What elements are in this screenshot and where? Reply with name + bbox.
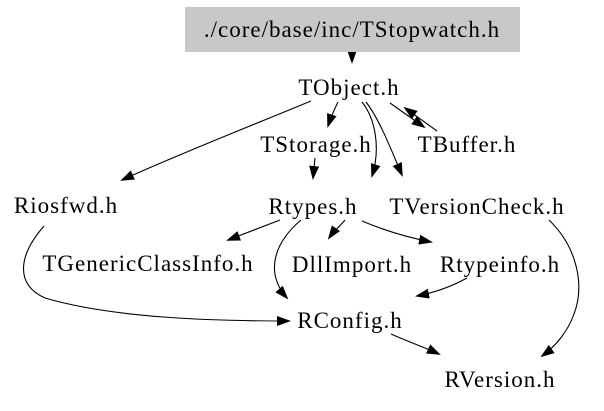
edge-tobject-to-tstorage <box>327 101 339 128</box>
node-tbuffer[interactable]: TBuffer.h <box>418 132 517 157</box>
edge-rtypes-to-dllimport <box>327 219 346 240</box>
edge-rtypes-to-tgenericclassinfo <box>226 219 281 241</box>
node-tstorage[interactable]: TStorage.h <box>260 132 372 157</box>
node-rtypes[interactable]: Rtypes.h <box>268 194 357 219</box>
node-tobject[interactable]: TObject.h <box>298 75 399 100</box>
edge-tbuffer-to-tobject <box>403 106 438 132</box>
edge-rconfig-to-rversion <box>390 333 441 355</box>
edge-tversioncheck-to-rversion <box>540 219 580 358</box>
node-rversion[interactable]: RVersion.h <box>444 367 555 392</box>
edge-rtypeinfo-to-rconfig <box>415 277 468 299</box>
edge-tstorage-to-rtypes <box>309 157 320 180</box>
node-tstopwatch: ./core/base/inc/TStopwatch.h <box>204 17 500 42</box>
edge-rtypes-to-rtypeinfo <box>361 220 433 245</box>
node-rtypeinfo[interactable]: Rtypeinfo.h <box>440 252 560 277</box>
node-tgenericclassinfo[interactable]: TGenericClassInfo.h <box>42 251 253 276</box>
edge-tobject-to-tversioncheck <box>365 101 403 177</box>
edge-tobject-to-riosfwd <box>120 100 312 181</box>
node-dllimport[interactable]: DllImport.h <box>292 252 412 277</box>
edge-tobject-to-rtypes <box>361 101 381 178</box>
edge-tobject-to-tbuffer <box>389 102 426 129</box>
root-node-box <box>185 7 520 52</box>
node-riosfwd[interactable]: Riosfwd.h <box>14 193 118 218</box>
edge-riosfwd-to-rconfig <box>23 225 291 326</box>
edge-rtypes-to-rconfig <box>273 219 302 300</box>
node-rconfig[interactable]: RConfig.h <box>297 308 402 333</box>
node-tversioncheck[interactable]: TVersionCheck.h <box>389 194 564 219</box>
